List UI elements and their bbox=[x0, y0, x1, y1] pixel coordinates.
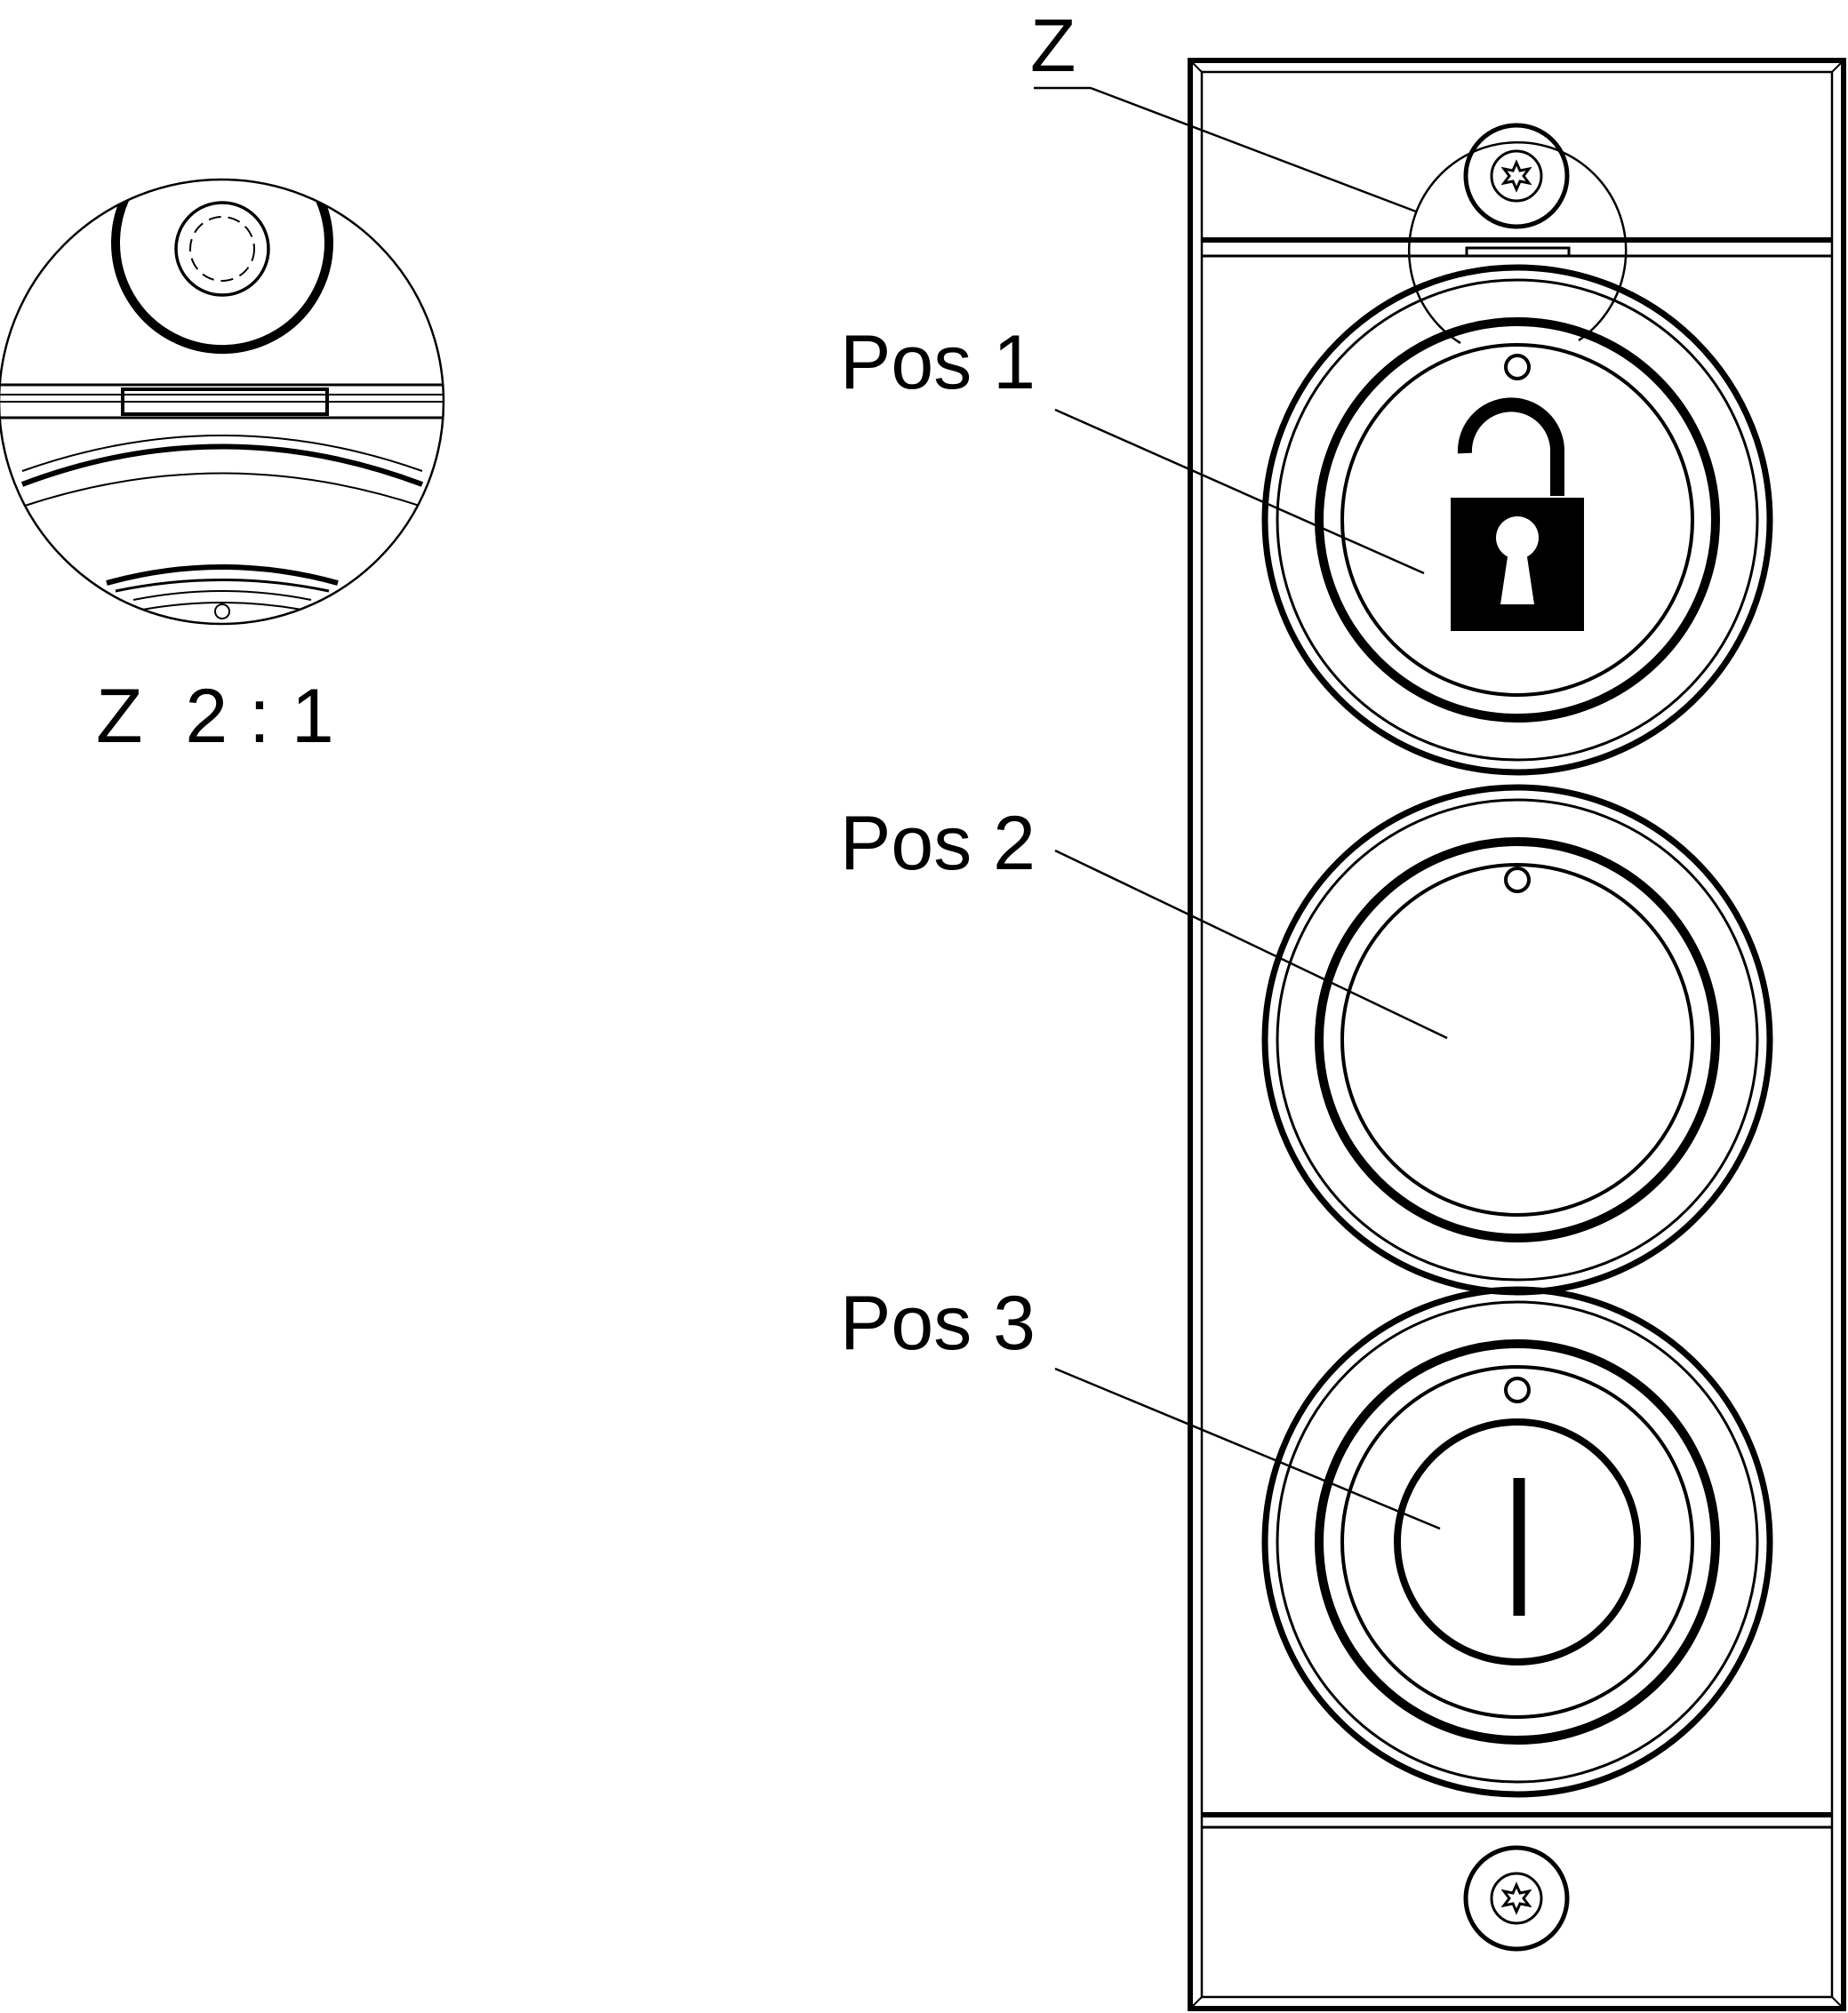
enclosure bbox=[1188, 58, 1846, 2011]
detail-screw-head bbox=[111, 188, 333, 355]
pos-3-label: Pos 3 bbox=[840, 1281, 1036, 1366]
unlocked-padlock-icon bbox=[1451, 397, 1584, 631]
detail-z-callout-circle bbox=[1408, 141, 1628, 345]
button-pos-3[interactable] bbox=[1261, 1286, 1773, 1798]
detail-torx-icon bbox=[174, 201, 270, 297]
enclosure-outer-frame bbox=[1188, 58, 1846, 2011]
detail-marker-label: Z bbox=[1030, 4, 1076, 87]
upper-gap-slot bbox=[1465, 246, 1571, 258]
button-pos-2[interactable] bbox=[1261, 784, 1773, 1296]
detail-gap-slot bbox=[121, 387, 329, 416]
pos-2-label: Pos 2 bbox=[840, 801, 1036, 886]
leader-lines bbox=[1034, 86, 1448, 1530]
detail-scale-label: Z 2 : 1 bbox=[96, 674, 334, 759]
detail-view-z: Z 2 : 1 bbox=[0, 178, 445, 759]
pos3-inner-ring bbox=[1394, 1418, 1641, 1666]
bottom-screw-torx-icon bbox=[1463, 1845, 1570, 1952]
top-screw-torx-icon bbox=[1463, 123, 1570, 229]
button-pos-1[interactable] bbox=[1261, 264, 1773, 776]
pos-1-label: Pos 1 bbox=[840, 320, 1036, 405]
